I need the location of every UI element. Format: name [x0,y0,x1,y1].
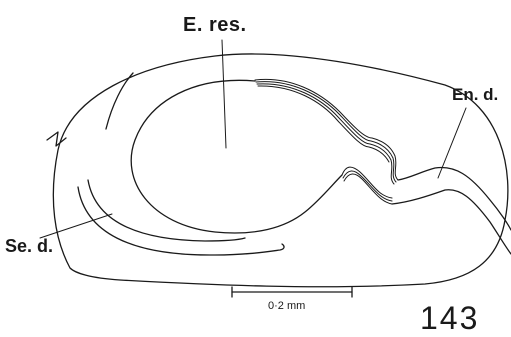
leader-sed [40,214,112,238]
lower-muscular-wall [342,167,392,204]
seminal-duct-outer [78,187,284,255]
label-seminal-duct: Se. d. [5,236,53,257]
label-ejaculatory-reservoir: E. res. [183,14,247,37]
figure-number: 143 [420,300,479,337]
scale-bar-label: 0·2 mm [268,300,305,312]
leader-end [438,108,466,178]
top-arc [106,73,133,129]
duct-upper-edge [398,167,511,230]
upper-muscular-wall [255,79,398,184]
label-ejaculatory-duct: En. d. [452,85,498,105]
duct-lower-edge [392,190,511,254]
scale-bar [232,287,352,297]
leader-eres [222,40,226,148]
reservoir-outline [131,80,342,233]
seminal-duct-inner [88,180,245,241]
